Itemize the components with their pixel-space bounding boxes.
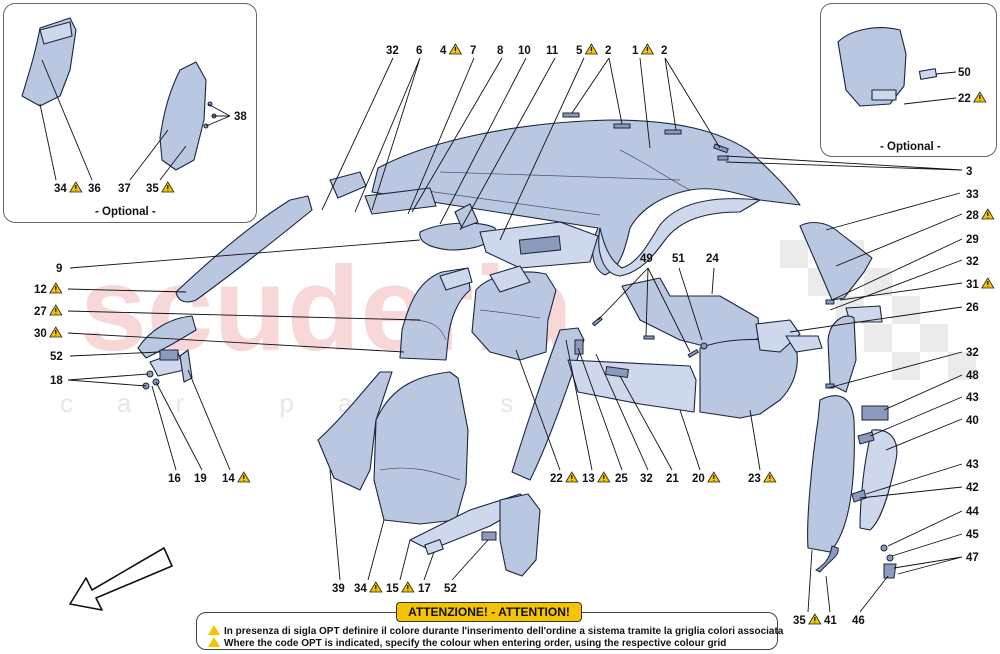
sunvisor-parts — [329, 171, 599, 269]
callout-34a: 34 — [54, 183, 67, 195]
callout-9: 9 — [56, 263, 62, 275]
callout-8: 8 — [497, 45, 504, 57]
callout-11: 11 — [546, 45, 559, 57]
callout-2: 2 — [605, 45, 611, 57]
callout-34b: 34 — [354, 583, 367, 595]
callout-48: 48 — [966, 370, 979, 382]
callout-45: 45 — [966, 529, 979, 541]
callout-3: 3 — [966, 166, 972, 178]
b-pillar-upper-trim — [399, 267, 473, 361]
notice-line-italian: In presenza di sigla OPT definire il col… — [208, 625, 783, 637]
callout-5: 5 — [576, 45, 583, 57]
warning-icons — [49, 43, 995, 625]
a-pillar-trim — [175, 195, 313, 303]
callout-17: 17 — [418, 583, 431, 595]
callout-15: 15 — [386, 583, 399, 595]
callout-43: 43 — [966, 392, 979, 404]
callout-50: 50 — [958, 67, 971, 79]
callout-22a: 22 — [958, 93, 971, 105]
notice-line-english: Where the code OPT is indicated, specify… — [208, 637, 778, 649]
front-direction-arrow — [69, 547, 173, 611]
callout-52b: 52 — [444, 583, 457, 595]
callout-51: 51 — [672, 253, 685, 265]
callout-47: 47 — [966, 552, 979, 564]
rear-bulkhead-panel — [621, 277, 823, 419]
callout-38: 38 — [234, 111, 247, 123]
clip-part — [574, 339, 584, 355]
callout-20: 20 — [692, 473, 705, 485]
leader-lines — [39, 57, 963, 613]
parcel-shelf — [567, 359, 697, 413]
callout-1: 1 — [632, 45, 639, 57]
callout-16: 16 — [168, 473, 181, 485]
callout-26: 26 — [966, 302, 979, 314]
lower-left-trims — [317, 371, 469, 525]
callout-12: 12 — [34, 284, 47, 296]
optional-label-left: - Optional - — [95, 206, 156, 218]
callout-10: 10 — [518, 45, 531, 57]
callout-23: 23 — [748, 473, 761, 485]
callout-49: 49 — [640, 253, 653, 265]
c-pillar-trim — [511, 327, 585, 481]
callout-37: 37 — [118, 183, 131, 195]
callout-32d: 32 — [640, 473, 653, 485]
callout-18: 18 — [50, 375, 63, 387]
notice-text-en: Where the code OPT is indicated, specify… — [224, 638, 727, 649]
callout-35a: 35 — [146, 183, 159, 195]
callout-32c: 32 — [966, 347, 979, 359]
callout-44: 44 — [966, 506, 979, 518]
callout-52: 52 — [50, 351, 63, 363]
notice-text-it: In presenza di sigla OPT definire il col… — [224, 626, 784, 637]
callout-6: 6 — [416, 45, 422, 57]
callout-22b: 22 — [550, 473, 563, 485]
callout-21: 21 — [666, 473, 679, 485]
callout-35b: 35 — [793, 615, 806, 627]
warning-icon — [208, 637, 220, 647]
callout-27: 27 — [34, 306, 47, 318]
callout-46: 46 — [852, 615, 865, 627]
fastener-hardware — [591, 299, 897, 579]
right-lower-trims — [807, 395, 898, 553]
callout-32: 32 — [386, 45, 399, 57]
callout-41: 41 — [824, 615, 837, 627]
warning-icon — [208, 625, 220, 635]
callout-39: 39 — [332, 583, 345, 595]
callout-30: 30 — [34, 328, 47, 340]
optional-label-right: - Optional - — [880, 141, 941, 153]
rear-quarter-trim — [471, 265, 557, 361]
callout-14: 14 — [222, 473, 235, 485]
callout-labels: 32 6 4 7 8 10 11 5 2 1 2 3 33 28 29 32 3… — [34, 45, 979, 627]
callout-32b: 32 — [966, 256, 979, 268]
callout-28: 28 — [966, 210, 979, 222]
retaining-strips — [562, 112, 729, 161]
callout-2b: 2 — [661, 45, 667, 57]
inset-right-parts — [837, 27, 938, 107]
callout-36: 36 — [88, 183, 101, 195]
headliner-part — [371, 119, 801, 277]
callout-29: 29 — [966, 234, 979, 246]
watermark-sub: car parts — [60, 388, 557, 418]
callout-13: 13 — [582, 473, 595, 485]
callout-4: 4 — [440, 45, 447, 57]
right-side-trims — [799, 221, 883, 393]
callout-31: 31 — [966, 279, 979, 291]
callout-19: 19 — [194, 473, 207, 485]
bracket-48 — [861, 405, 889, 421]
callout-40: 40 — [966, 415, 979, 427]
inset-left-parts — [21, 17, 217, 171]
attention-title: ATTENZIONE! - ATTENTION! — [396, 602, 582, 622]
callout-33: 33 — [966, 189, 979, 201]
callout-7: 7 — [470, 45, 476, 57]
sill-trim — [409, 493, 541, 577]
callout-25: 25 — [615, 473, 628, 485]
callout-42: 42 — [966, 482, 979, 494]
callout-24: 24 — [706, 253, 719, 265]
callout-43b: 43 — [966, 459, 979, 471]
